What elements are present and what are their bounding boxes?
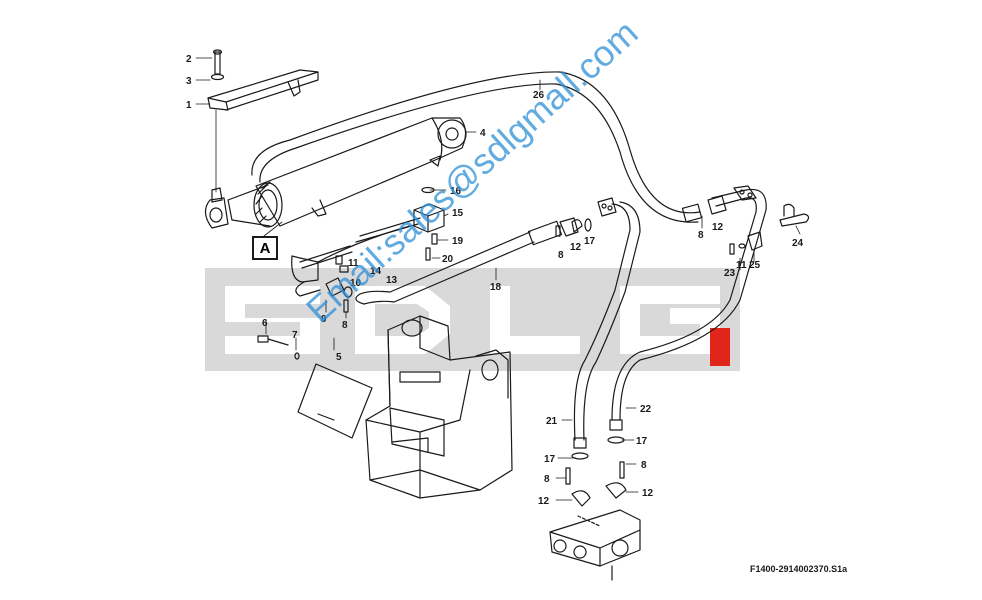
part-label-8: 8 <box>342 320 348 331</box>
part-label-18: 18 <box>490 282 502 293</box>
leader-lines <box>195 57 801 501</box>
mounting-frame <box>365 315 513 499</box>
part-label-12: 12 <box>538 496 550 507</box>
part-label-9: 9 <box>321 314 327 325</box>
part-label-17: 17 <box>544 454 556 465</box>
part-label-17: 17 <box>584 236 596 247</box>
part-label-3: 3 <box>186 76 192 87</box>
part-label-12: 12 <box>712 222 724 233</box>
hose-18 <box>355 217 579 305</box>
part-label-26: 26 <box>533 90 545 101</box>
part-label-25: 25 <box>749 260 761 271</box>
sdlg-watermark-logo <box>205 268 740 371</box>
part-label-21: 21 <box>546 416 558 427</box>
part-label-6: 6 <box>262 318 268 329</box>
part-label-8: 8 <box>641 460 647 471</box>
part-number-labels: 2 3 1 26 4 16 15 19 20 14 13 11 10 9 8 1… <box>186 54 804 507</box>
part-label-2: 2 <box>186 54 192 65</box>
part-label-12: 12 <box>642 488 654 499</box>
part-label-16: 16 <box>450 186 462 197</box>
part-label-10: 10 <box>350 278 362 289</box>
part-label-23: 23 <box>724 268 736 279</box>
part-label-11: 11 <box>736 260 747 271</box>
part-label-11: 11 <box>348 258 359 269</box>
fittings-lower <box>565 436 627 507</box>
control-valve <box>549 509 641 581</box>
small-parts-right <box>729 203 810 255</box>
part-label-1: 1 <box>186 100 192 111</box>
part-label-4: 4 <box>480 128 486 139</box>
part-label-12: 12 <box>570 242 582 253</box>
tube-assembly <box>291 225 411 313</box>
fittings-upper <box>555 197 617 237</box>
part-label-19: 19 <box>452 236 464 247</box>
pipe-21 <box>573 201 641 449</box>
part-label-13: 13 <box>386 275 398 286</box>
part-label-15: 15 <box>452 208 464 219</box>
part-label-7: 7 <box>292 330 298 341</box>
hose-26 <box>251 71 703 223</box>
part-label-17: 17 <box>636 436 648 447</box>
hydraulic-cylinder <box>204 117 467 229</box>
part-label-8: 8 <box>544 474 550 485</box>
mounting-bracket <box>207 49 319 111</box>
part-label-24: 24 <box>792 238 804 249</box>
part-label-5: 5 <box>336 352 342 363</box>
figure-code: F1400-2914002370.S1a <box>750 564 848 574</box>
detail-callout-box: A <box>252 236 278 260</box>
part-label-8: 8 <box>558 250 564 261</box>
pipe-22 <box>609 185 767 431</box>
part-label-20: 20 <box>442 254 454 265</box>
part-label-22: 22 <box>640 404 652 415</box>
part-label-14: 14 <box>370 266 382 277</box>
cover-plate <box>257 335 373 439</box>
part-label-8: 8 <box>698 230 704 241</box>
